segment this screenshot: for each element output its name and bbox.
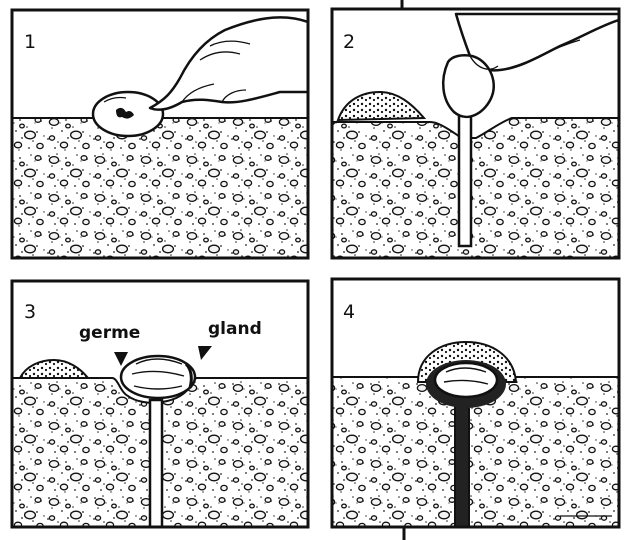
acorn bbox=[93, 92, 163, 136]
panel-number: 3 bbox=[24, 301, 36, 323]
germe-label: germe bbox=[79, 323, 140, 343]
acorn bbox=[426, 360, 506, 408]
panel-number: 1 bbox=[24, 31, 36, 53]
filled-hole bbox=[455, 405, 469, 527]
panel-3: 3 germe gland bbox=[12, 281, 308, 527]
soil bbox=[332, 118, 619, 258]
planting-hole bbox=[459, 112, 471, 246]
planting-hole bbox=[150, 400, 162, 527]
acorn bbox=[121, 356, 195, 398]
panel-number: 2 bbox=[343, 31, 355, 53]
spoon-bowl bbox=[443, 55, 494, 117]
panel-4: 4 bbox=[332, 279, 619, 527]
panel-2: 2 bbox=[332, 9, 619, 258]
gland-label: gland bbox=[208, 319, 262, 339]
panel-1: 1 bbox=[12, 10, 308, 258]
panel-number: 4 bbox=[343, 301, 355, 323]
soil bbox=[12, 118, 308, 258]
